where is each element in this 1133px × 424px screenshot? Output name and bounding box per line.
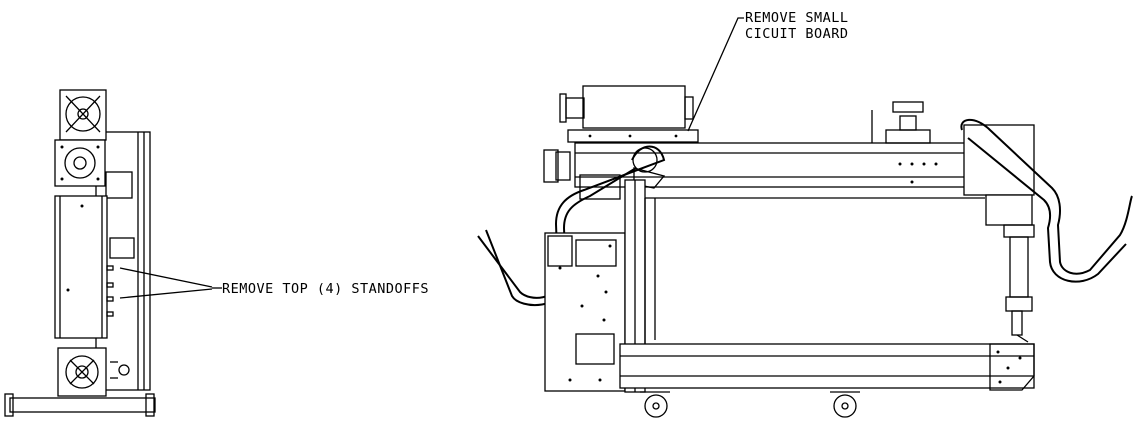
front-left-handle — [477, 145, 666, 299]
small-circuit-board — [567, 129, 699, 143]
side-bottom-roller — [9, 397, 156, 413]
circuit-board-callout-line2: CICUIT BOARD — [745, 26, 849, 42]
caster-left — [644, 394, 668, 418]
standoffs-callout: REMOVE TOP (4) STANDOFFS — [222, 281, 429, 297]
front-left-side-plate — [544, 232, 626, 392]
front-top-motor — [582, 85, 686, 129]
side-center-column — [54, 195, 108, 339]
standoffs-leader — [119, 267, 222, 299]
front-lower-rail — [619, 343, 1035, 389]
front-right-head — [985, 194, 1033, 226]
side-view — [4, 89, 156, 417]
front-right-handle — [960, 118, 1133, 275]
caster-right — [833, 394, 857, 418]
front-view — [477, 85, 1133, 418]
circuit-board-leader — [687, 17, 744, 132]
circuit-board-callout-line1: REMOVE SMALL — [745, 10, 849, 26]
